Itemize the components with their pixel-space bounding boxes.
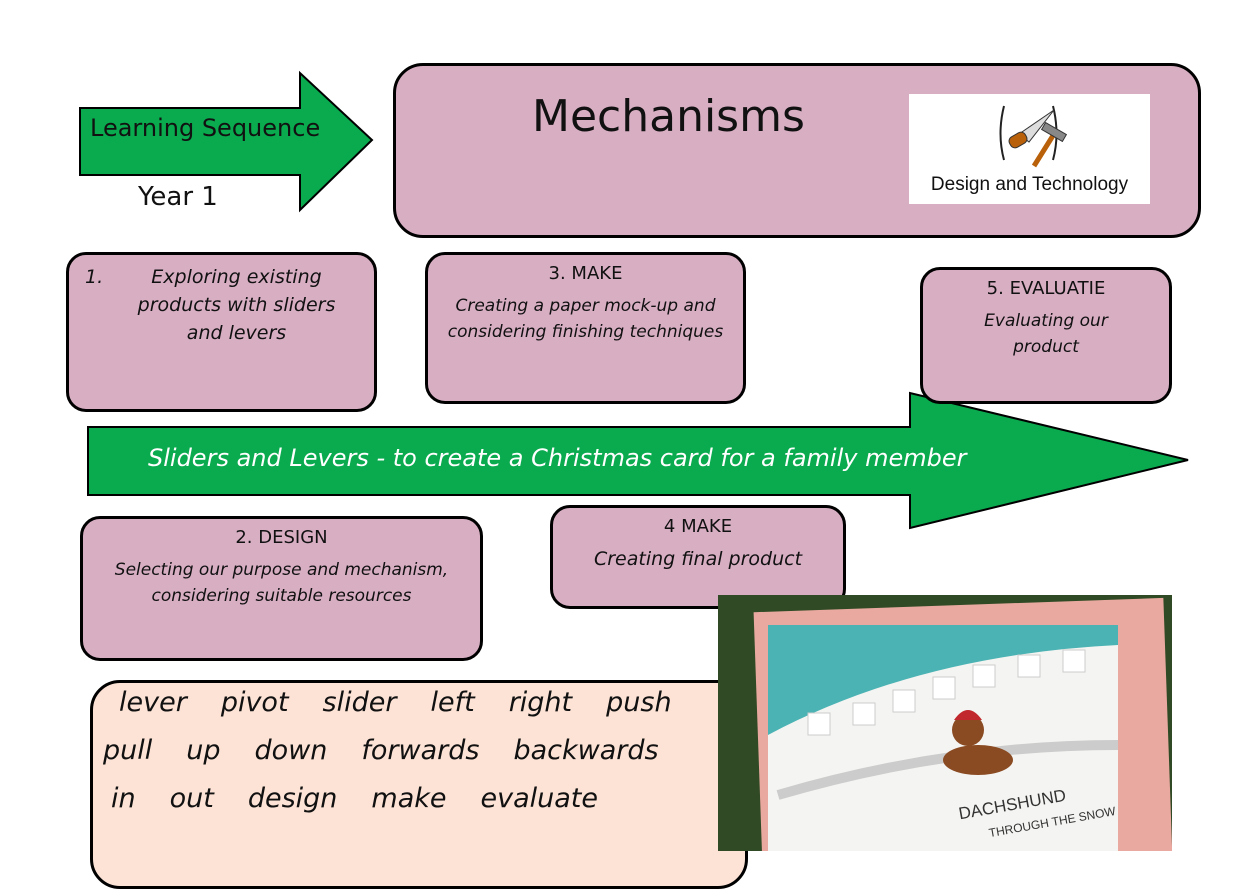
vocab-row-1: lever pivot slider left right push [119,687,706,718]
dt-logo: Design and Technology [909,94,1150,204]
vocab-row-3: in out design make evaluate [111,783,632,814]
learning-sequence-label: Learning Sequence [90,114,321,142]
vocab-word: slider [322,687,397,718]
year-label: Year 1 [138,182,218,212]
christmas-card-photo: DACHSHUND THROUGH THE SNOW [718,595,1172,851]
step-2-box: 2. DESIGN Selecting our purpose and mech… [80,516,483,661]
logo-text: Design and Technology [930,174,1129,195]
step-2-text: Selecting our purpose and mechanism, con… [114,560,449,606]
vocab-word: down [254,735,328,766]
step-1-box: 1. Exploring existing products with slid… [66,252,377,412]
vocab-word: lever [119,687,187,718]
vocab-word: pull [103,735,153,766]
banner-text: Sliders and Levers - to create a Christm… [148,444,967,472]
page-title: Mechanisms [532,91,805,142]
vocab-word: up [186,735,221,766]
vocab-word: left [430,687,475,718]
vocab-word: out [169,783,214,814]
vocab-row-2: pull up down forwards backwards [103,735,693,766]
banner-arrow [87,391,1189,530]
vocabulary-box: lever pivot slider left right push pull up down… [90,680,748,889]
vocab-word: evaluate [480,783,599,814]
learning-sequence-arrow [79,70,374,213]
step-3-box: 3. MAKE Creating a paper mock-up and con… [425,252,746,404]
step-1-text: Exploring existing products with sliders… [137,266,336,344]
vocab-word: push [606,687,672,718]
vocab-word: right [508,687,573,718]
vocab-word: backwards [513,735,659,766]
step-3-heading: 3. MAKE [548,263,623,284]
vocab-word: forwards [361,735,480,766]
step-5-heading: 5. EVALUATIE [986,278,1106,299]
step-1-number: 1. [85,266,104,288]
snow-village-illustration [768,645,1119,851]
vocab-word: pivot [220,687,289,718]
vocab-word: design [247,783,338,814]
step-4-text: Creating final product [593,548,803,570]
saw-hammer-icon [999,105,1068,168]
step-5-box: 5. EVALUATIE Evaluating our product [920,267,1172,404]
step-4-box: 4 MAKE Creating final product [550,505,846,609]
step-2-heading: 2. DESIGN [235,527,328,548]
title-box: Mechanisms Design and Technology [393,63,1201,238]
step-4-heading: 4 MAKE [663,516,733,537]
vocab-word: make [371,783,447,814]
step-3-text: Creating a paper mock-up and considering… [447,296,724,342]
vocab-word: in [111,783,136,814]
step-5-text: Evaluating our product [984,311,1108,357]
